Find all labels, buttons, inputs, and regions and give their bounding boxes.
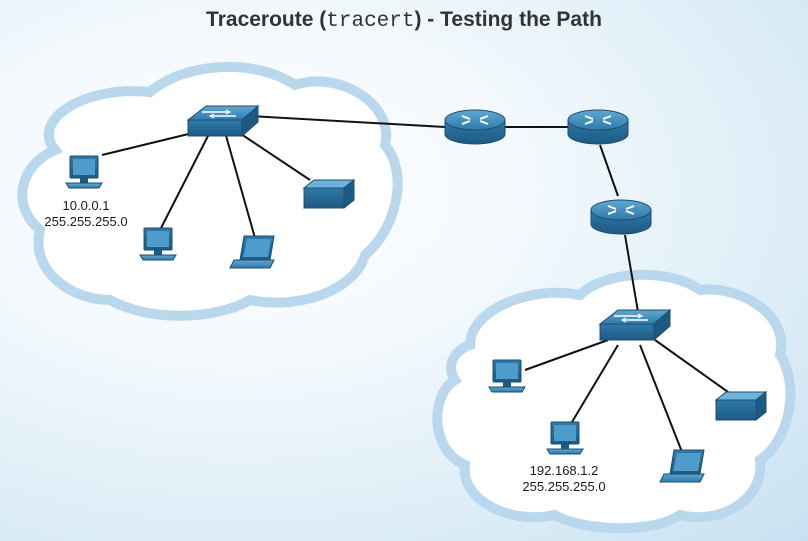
right-network-cloud — [432, 269, 796, 534]
link-router-3-switch-right — [624, 234, 639, 313]
page-title: Traceroute (tracert) - Testing the Path — [0, 8, 808, 33]
left-host-pc-icon — [65, 155, 103, 189]
left-pc-icon — [139, 227, 177, 261]
router-2-icon — [567, 109, 629, 145]
left-host-ip: 10.0.0.1 — [62, 198, 110, 213]
right-host-ip: 192.168.1.2 — [529, 463, 599, 478]
link-switch-left-router-1 — [249, 115, 446, 128]
left-printer-icon — [303, 179, 355, 209]
right-pc-icon — [488, 359, 526, 393]
right-printer-icon — [715, 391, 767, 421]
title-command: tracert — [326, 10, 415, 33]
router-1-icon — [444, 109, 506, 145]
left-host-mask: 255.255.255.0 — [44, 214, 128, 229]
left-host-address: 10.0.0.1 255.255.255.0 — [16, 198, 156, 230]
link-switch-left-printer — [234, 129, 311, 181]
title-prefix: Traceroute ( — [206, 8, 327, 31]
router-3-icon — [590, 199, 652, 235]
left-network-cloud — [17, 61, 403, 321]
link-router-2-router-3 — [599, 144, 619, 197]
link-switch-right-pc-2 — [571, 344, 619, 423]
link-switch-right-pc — [524, 339, 609, 371]
title-suffix: ) - Testing the Path — [414, 8, 602, 31]
right-host-address: 192.168.1.2 255.255.255.0 — [494, 463, 634, 495]
right-host-pc-icon — [546, 421, 584, 455]
link-switch-right-printer — [654, 339, 729, 393]
link-switch-right-laptop — [639, 344, 683, 453]
link-switch-left-laptop — [224, 131, 256, 239]
right-host-mask: 255.255.255.0 — [522, 479, 606, 494]
link-switch-left-pc-2 — [159, 131, 211, 231]
